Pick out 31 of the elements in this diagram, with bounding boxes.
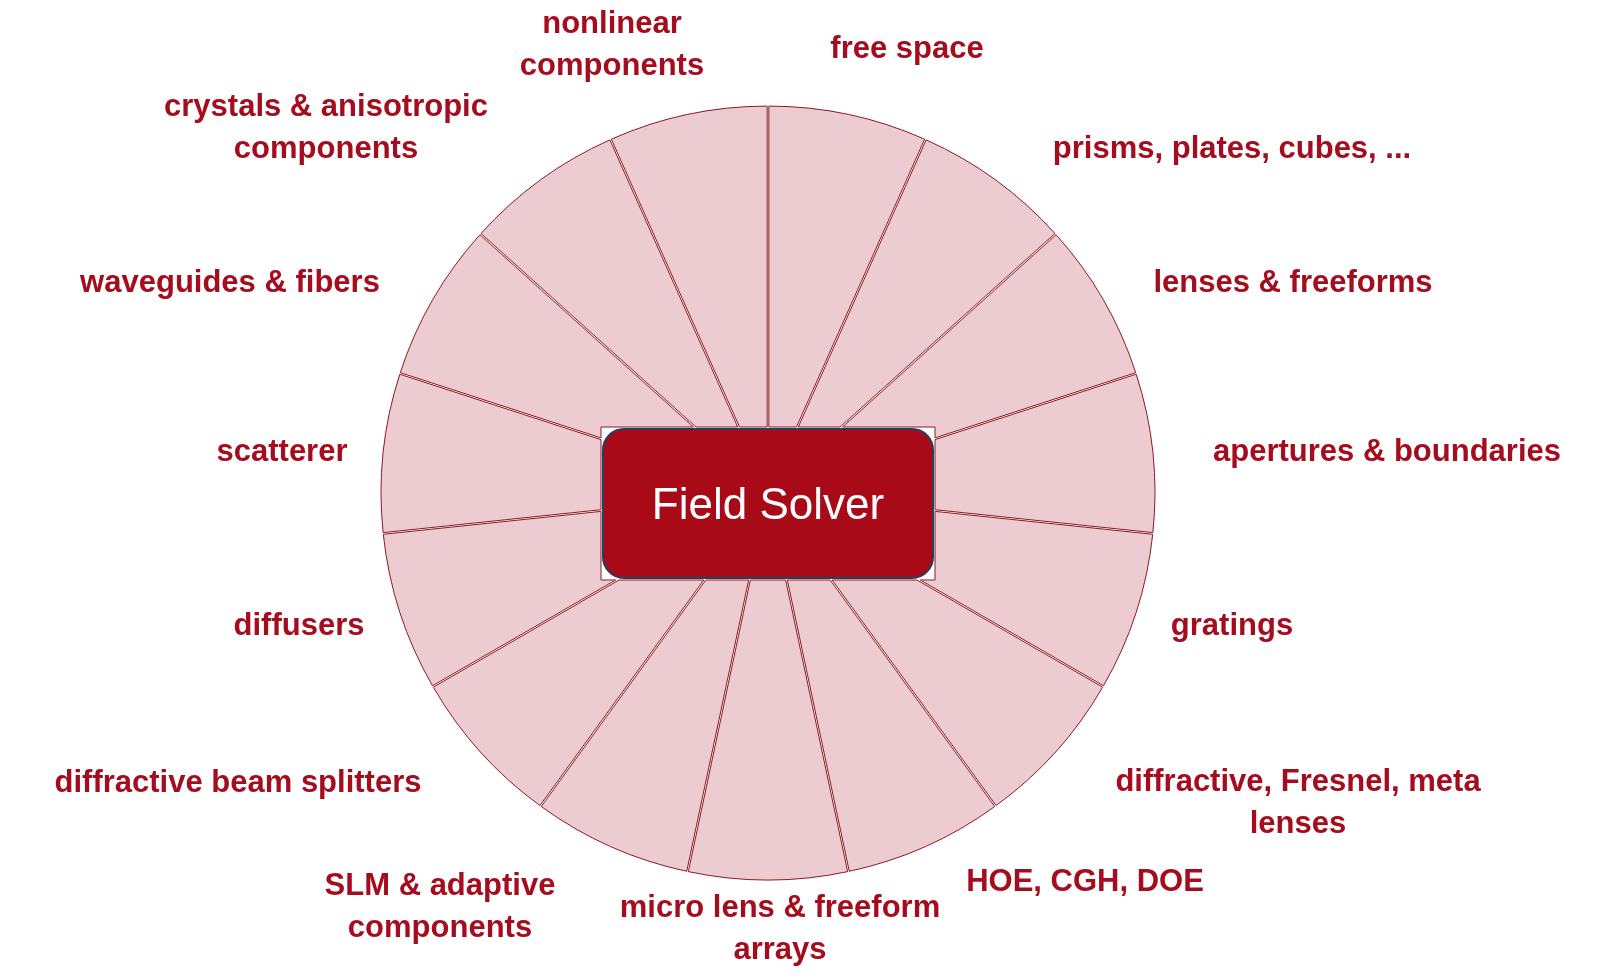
wheel-segment	[480, 139, 739, 428]
segment-label: crystals & anisotropic components	[163, 87, 489, 167]
segment-label: lenses & freeforms	[1153, 263, 1433, 301]
segment-label: diffusers	[233, 606, 365, 644]
segment-label: apertures & boundaries	[1213, 432, 1561, 470]
wheel-segment	[380, 373, 602, 534]
wheel-segment	[831, 579, 1104, 807]
wheel-segment	[540, 579, 750, 872]
segment-label: nonlinear components	[518, 4, 706, 84]
wheel-segment	[797, 139, 1056, 428]
segment-label: diffractive, Fresnel, meta lenses	[1114, 762, 1482, 842]
box-title: Field Solver	[651, 478, 885, 529]
wheel-segment	[919, 510, 1154, 687]
segment-label: prisms, plates, cubes, ...	[1052, 129, 1412, 167]
segment-label: HOE, CGH, DOE	[966, 862, 1204, 900]
wheel-segment	[842, 234, 1137, 439]
solver-box	[602, 428, 934, 579]
wheel-segment	[382, 510, 617, 687]
segment-label: waveguides & fibers	[80, 263, 380, 301]
wheel-segment	[934, 373, 1156, 534]
wheel-segment	[432, 579, 705, 807]
wheel-segment	[687, 579, 849, 881]
segment-label: micro lens & freeform arrays	[618, 888, 942, 968]
wheel-segment	[399, 234, 694, 439]
segment-label: free space	[830, 29, 984, 67]
segment-label: diffractive beam splitters	[54, 763, 422, 801]
segment-label: SLM & adaptive components	[323, 866, 557, 946]
segment-label: scatterer	[216, 432, 348, 470]
wheel-segment	[610, 105, 768, 428]
wheel-segment	[768, 105, 926, 428]
segment-label: gratings	[1170, 606, 1294, 644]
